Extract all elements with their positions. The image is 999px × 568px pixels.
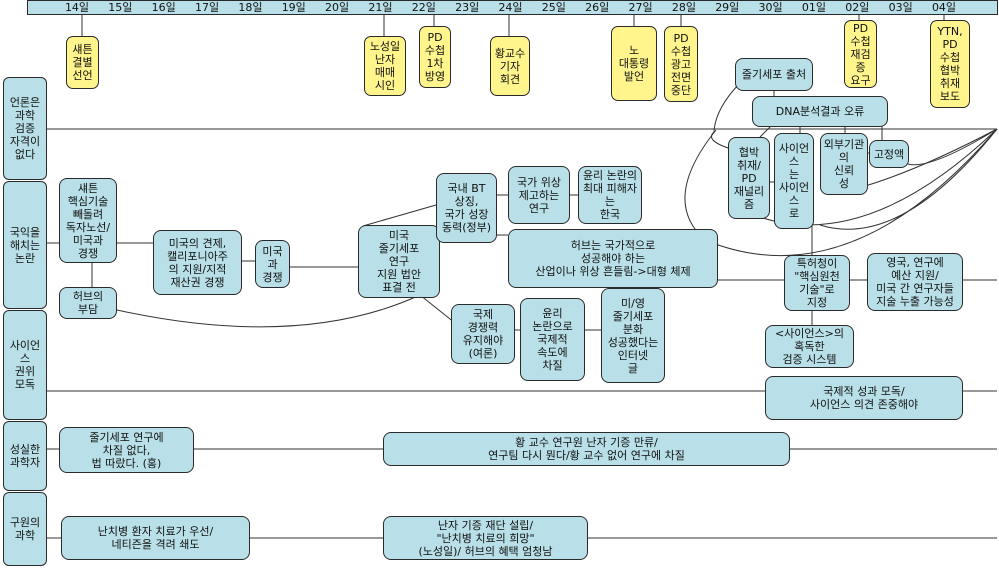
date-axis (27, 0, 998, 15)
date-label: 02일 (845, 1, 870, 14)
category-salvation-science: 구원의 과학 (3, 492, 47, 566)
date-label: 16일 (151, 1, 176, 14)
node-no-disruption: 줄기세포 연구에 차질 없다, 법 따랐다. (홍) (59, 427, 194, 473)
node-us-check: 미국의 견제, 캘리포니아주 의 지원/지적 재산권 경쟁 (153, 230, 242, 295)
node-hub-burden: 허브의 부담 (59, 287, 117, 319)
event-president-remark: 노 대통령 발언 (611, 26, 657, 101)
node-patent-office: 특허청이 "핵심원천 기술"로 지정 (784, 255, 850, 311)
category-science-authority: 사이언 스 권위 모독 (3, 310, 47, 420)
date-label: 23일 (455, 1, 480, 14)
event-pd-reverify: PD 수첩 재검 증 요구 (844, 20, 877, 88)
event-schatten-split: 섀튼 결별 선언 (66, 36, 99, 89)
node-intl-insult: 국제적 성과 모독/ 사이언스 의견 존중해야 (765, 376, 963, 420)
node-schatten-tech: 섀튼 핵심기술 빼돌려 독자노선/ 미국과 경쟁 (59, 178, 117, 263)
date-label: 15일 (108, 1, 133, 14)
category-national-interest: 국익을 해치는 논란 (3, 181, 47, 309)
node-domestic-bt: 국내 BT 상징, 국가 성장 동력(정부) (436, 173, 497, 243)
node-us-compete: 미국 과 경쟁 (255, 240, 290, 288)
event-pd-ads-stopped: PD 수첩 광고 전면 중단 (664, 26, 698, 102)
date-label: 14일 (64, 1, 90, 14)
node-dna-error: DNA분석결과 오류 (752, 96, 888, 127)
event-pd-first-broadcast: PD 수첩 1차 방영 (419, 26, 451, 88)
node-egg-foundation: 난자 기증 재단 설립/ "난치병 치료의 희망" (노성일)/ 허브의 혜택 … (383, 516, 588, 560)
date-label: 20일 (325, 1, 350, 14)
date-label: 01일 (801, 1, 826, 14)
event-roh-admission: 노성일 난자 매매 시인 (364, 36, 406, 96)
date-label: 03일 (888, 1, 913, 14)
event-stems (81, 15, 945, 36)
date-label: 28일 (671, 1, 696, 14)
node-science-review: <사이언스>의 혹독한 검증 시스템 (765, 325, 854, 368)
date-label: 19일 (281, 1, 306, 14)
event-hwang-press: 황교수 기자 회견 (490, 36, 530, 96)
date-label: 27일 (628, 1, 653, 14)
node-intl-competitiveness: 국제 경쟁력 유지해야 (여론) (451, 304, 515, 364)
event-ytn-report: YTN, PD 수첩 협박 취재 보도 (930, 20, 970, 108)
date-label: 17일 (194, 1, 220, 14)
category-sincere-scientist: 성실한 과학자 (3, 421, 47, 491)
date-label: 18일 (238, 1, 263, 14)
node-egg-donation-stop: 황 교수 연구원 난자 기증 만류/ 연구팀 다시 뭔다/황 교수 없어 연구에… (383, 432, 790, 466)
node-ethics-victim: 윤리 논란의 최대 피해자 는 한국 (578, 166, 642, 224)
date-label: 04일 (931, 1, 957, 14)
node-uk-budget: 영국, 연구에 예산 지원/ 미국 간 연구자들 지술 누출 가능성 (867, 253, 963, 311)
category-science-verification: 언론은 과학 검증 자격이 없다 (3, 77, 47, 180)
date-label: 30일 (758, 1, 783, 14)
date-label: 25일 (541, 1, 566, 14)
date-label: 29일 (715, 1, 740, 14)
node-hub-industry: 허브는 국가적으로 성공해야 하는 산업이나 위상 흔들림->대형 체제 (508, 229, 718, 288)
node-us-bill: 미국 줄기세포 연구 지원 법안 표결 전 (358, 225, 440, 298)
node-external-credibility: 외부기관 의 신뢰 성 (820, 133, 868, 195)
node-science-by-science: 사이언스 는 사이언스 로 (774, 133, 814, 229)
node-threat-reporting: 협박 취재/ PD 재널리즘 (728, 137, 770, 219)
node-stemcell-source: 줄기세포 출처 (735, 58, 813, 91)
date-label: 22일 (411, 1, 436, 14)
node-fixed-amount: 고정액 (869, 140, 909, 168)
date-label: 21일 (368, 1, 393, 14)
date-label: 26일 (585, 1, 610, 14)
node-patients-first: 난치병 환자 치료가 우선/ 네티즌을 격려 쇄도 (61, 516, 250, 560)
node-ethics-delay: 윤리 논란으로 국제적 속도에 차질 (520, 298, 585, 381)
node-us-uk-internet: 미/영 줄기세포 분화 성공했다는 인터넷 글 (601, 288, 665, 383)
node-national-status: 국가 위상 제고하는 연구 (508, 166, 570, 224)
date-label: 24일 (498, 1, 523, 14)
